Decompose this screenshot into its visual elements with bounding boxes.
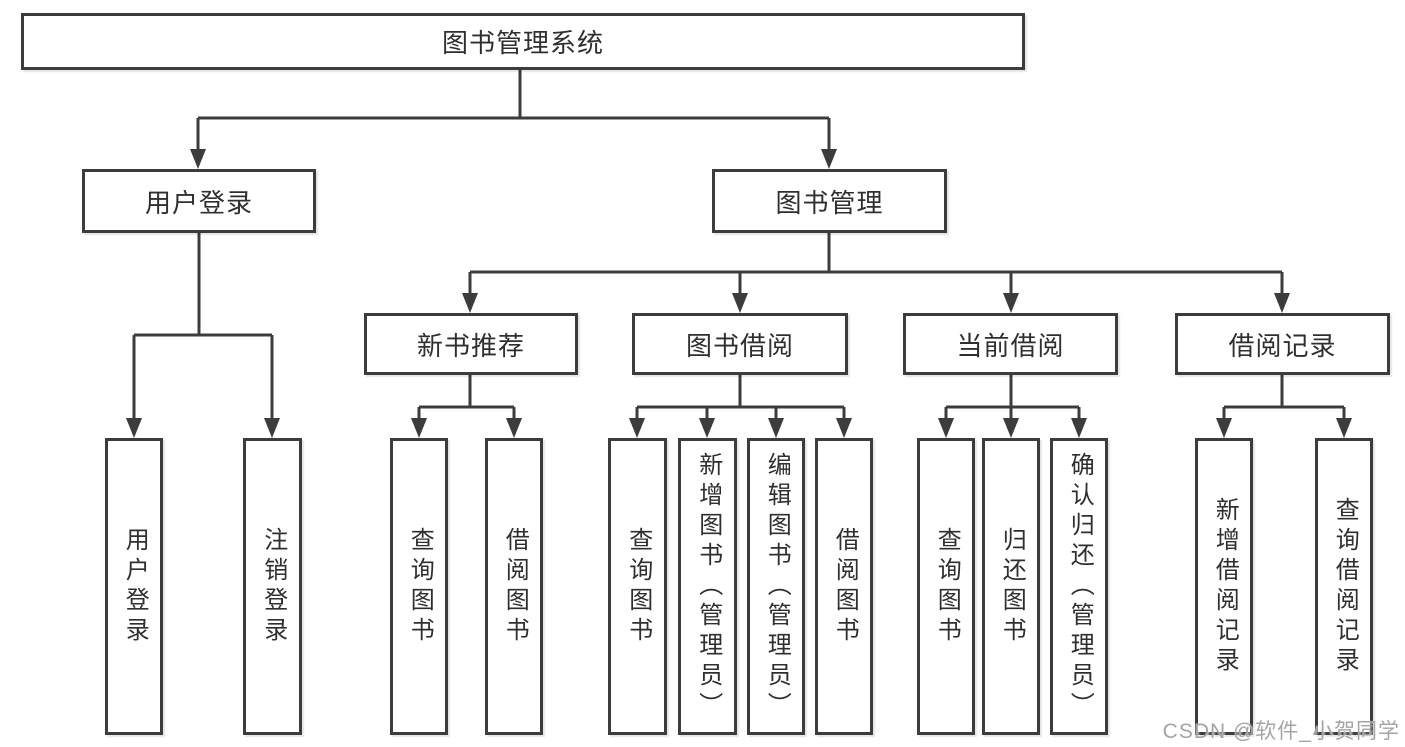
node-current-borrowing: 当前借阅 [903,313,1118,375]
leaf-borrow-books-recommend: 借阅图书 [485,438,543,735]
node-label: 编辑图书（管理员） [763,451,791,722]
leaf-logout: 注销登录 [243,438,302,735]
node-label: 确认归还（管理员） [1066,451,1094,722]
node-new-book-recommendation: 新书推荐 [364,313,578,375]
node-label: 借阅图书 [501,526,529,647]
node-label: 新增借阅记录 [1211,496,1239,677]
node-label: 借阅记录 [1228,330,1337,361]
leaf-add-borrow-record: 新增借阅记录 [1195,438,1253,735]
node-user-login: 用户登录 [82,169,316,233]
node-label: 查询图书 [624,526,652,647]
leaf-query-borrow-record: 查询借阅记录 [1315,438,1373,735]
leaf-query-books-borrowing: 查询图书 [608,438,667,735]
leaf-query-books-current: 查询图书 [917,438,975,735]
node-book-borrowing: 图书借阅 [632,313,848,375]
node-library-management-system: 图书管理系统 [21,13,1025,70]
node-label: 新增图书（管理员） [694,451,722,722]
node-label: 用户登录 [121,526,149,647]
node-label: 图书管理 [775,187,884,218]
node-label: 当前借阅 [956,330,1065,361]
node-borrowing-records: 借阅记录 [1175,313,1390,375]
node-label: 图书借阅 [685,330,794,361]
leaf-query-books-recommend: 查询图书 [390,438,448,735]
csdn-watermark: CSDN @软件_小贺同学 [1162,720,1400,743]
arrowheads [126,149,1352,438]
node-label: 查询图书 [406,526,434,647]
leaf-borrow-books: 借阅图书 [815,438,873,735]
node-label: 查询借阅记录 [1331,496,1359,677]
leaf-confirm-return-admin: 确认归还（管理员） [1050,438,1108,735]
node-label: 查询图书 [933,526,961,647]
node-book-management: 图书管理 [712,169,947,233]
node-label: 注销登录 [259,526,287,647]
node-label: 借阅图书 [831,526,859,647]
node-label: 图书管理系统 [441,28,604,58]
node-label: 用户登录 [144,187,253,218]
leaf-return-books: 归还图书 [982,438,1040,735]
node-label: 归还图书 [998,526,1026,647]
node-label: 新书推荐 [416,330,525,361]
leaf-add-book-admin: 新增图书（管理员） [678,438,737,735]
leaf-edit-book-admin: 编辑图书（管理员） [747,438,805,735]
leaf-user-login: 用户登录 [105,438,163,735]
